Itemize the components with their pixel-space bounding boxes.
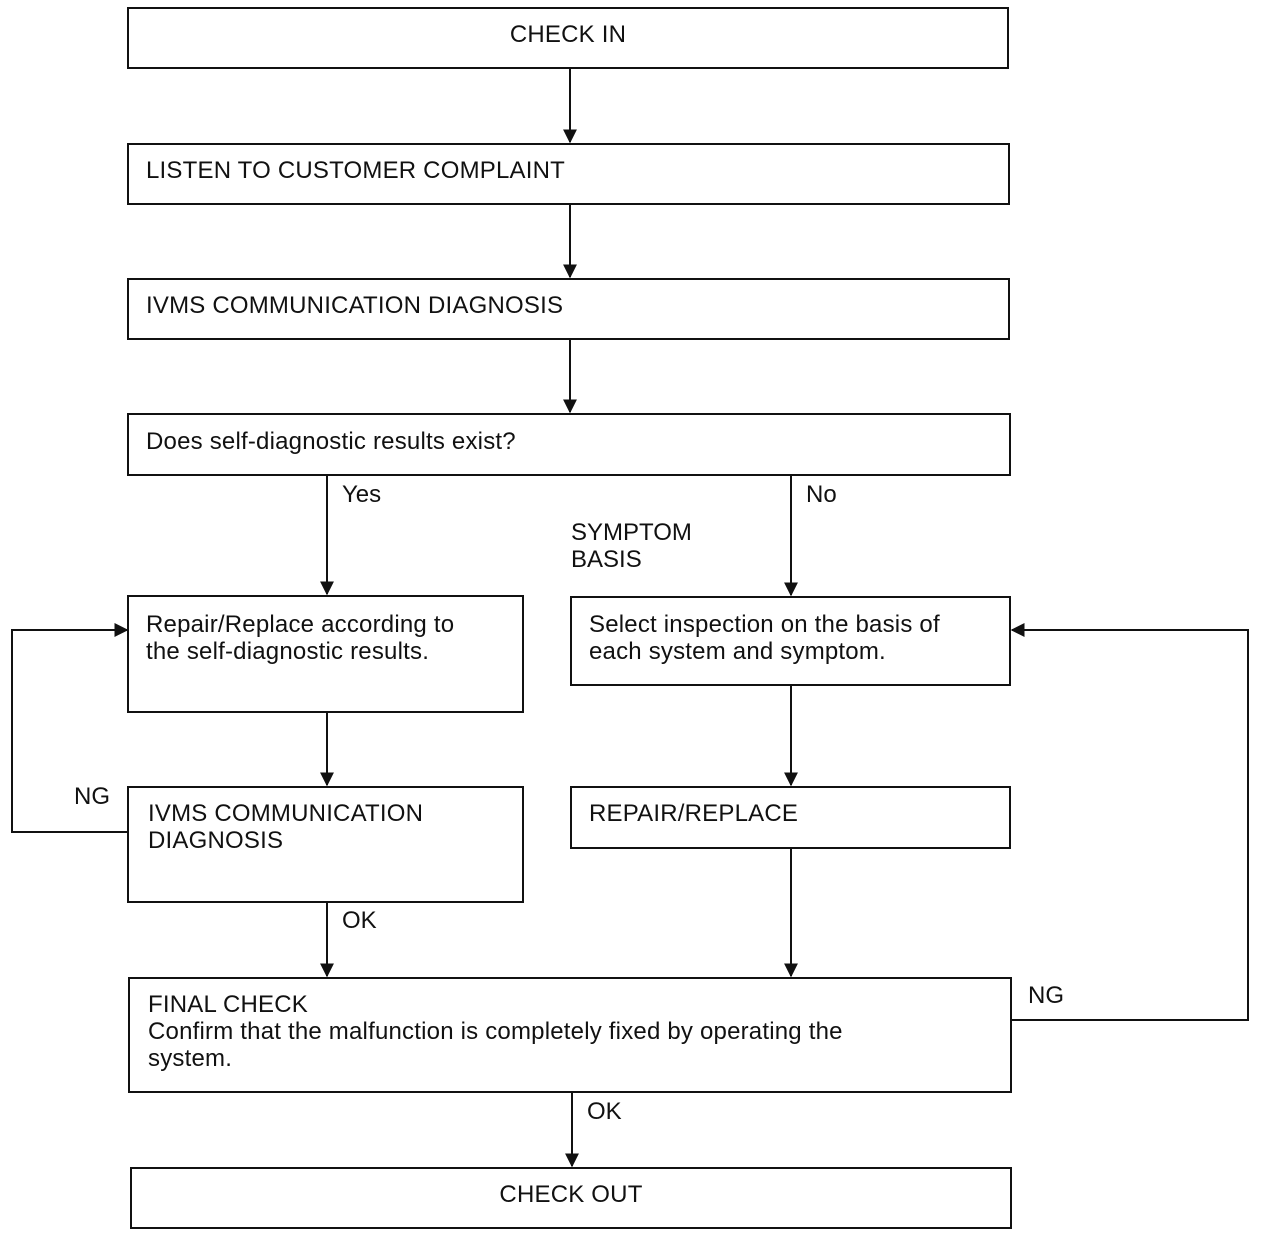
ivms-diagnosis-left-text: IVMS COMMUNICATION DIAGNOSIS xyxy=(148,800,424,854)
decision-box: Does self-diagnostic results exist? xyxy=(127,413,1011,476)
ok-left-label: OK xyxy=(342,907,377,934)
no-label: No xyxy=(806,481,837,508)
repair-by-results-box: Repair/Replace according to the self-dia… xyxy=(127,595,524,713)
ng-right-label: NG xyxy=(1028,982,1064,1009)
select-inspection-text: Select inspection on the basis of each s… xyxy=(589,611,940,665)
final-check-box: FINAL CHECK Confirm that the malfunction… xyxy=(128,977,1012,1093)
check-in-box: CHECK IN xyxy=(127,7,1009,69)
ivms-diagnosis-box: IVMS COMMUNICATION DIAGNOSIS xyxy=(127,278,1010,340)
check-out-box: CHECK OUT xyxy=(130,1167,1012,1229)
loop-ng-right xyxy=(1010,623,1249,1021)
check-out-text: CHECK OUT xyxy=(499,1181,643,1208)
symptom-basis-label: SYMPTOM BASIS xyxy=(571,519,692,573)
ng-left-label: NG xyxy=(74,783,110,810)
repair-by-results-text: Repair/Replace according to the self-dia… xyxy=(146,611,455,665)
check-in-text: CHECK IN xyxy=(509,21,627,48)
listen-text: LISTEN TO CUSTOMER COMPLAINT xyxy=(146,157,566,184)
ok-bottom-label: OK xyxy=(587,1098,622,1125)
decision-text: Does self-diagnostic results exist? xyxy=(146,428,516,455)
select-inspection-box: Select inspection on the basis of each s… xyxy=(570,596,1011,686)
yes-label: Yes xyxy=(342,481,382,508)
listen-box: LISTEN TO CUSTOMER COMPLAINT xyxy=(127,143,1010,205)
ivms-diagnosis-left-box: IVMS COMMUNICATION DIAGNOSIS xyxy=(127,786,524,903)
loop-ng-left xyxy=(11,623,129,833)
repair-replace-box: REPAIR/REPLACE xyxy=(570,786,1011,849)
final-check-text: FINAL CHECK Confirm that the malfunction… xyxy=(148,991,843,1072)
repair-replace-text: REPAIR/REPLACE xyxy=(589,800,799,827)
ivms-diagnosis-text: IVMS COMMUNICATION DIAGNOSIS xyxy=(146,292,564,319)
